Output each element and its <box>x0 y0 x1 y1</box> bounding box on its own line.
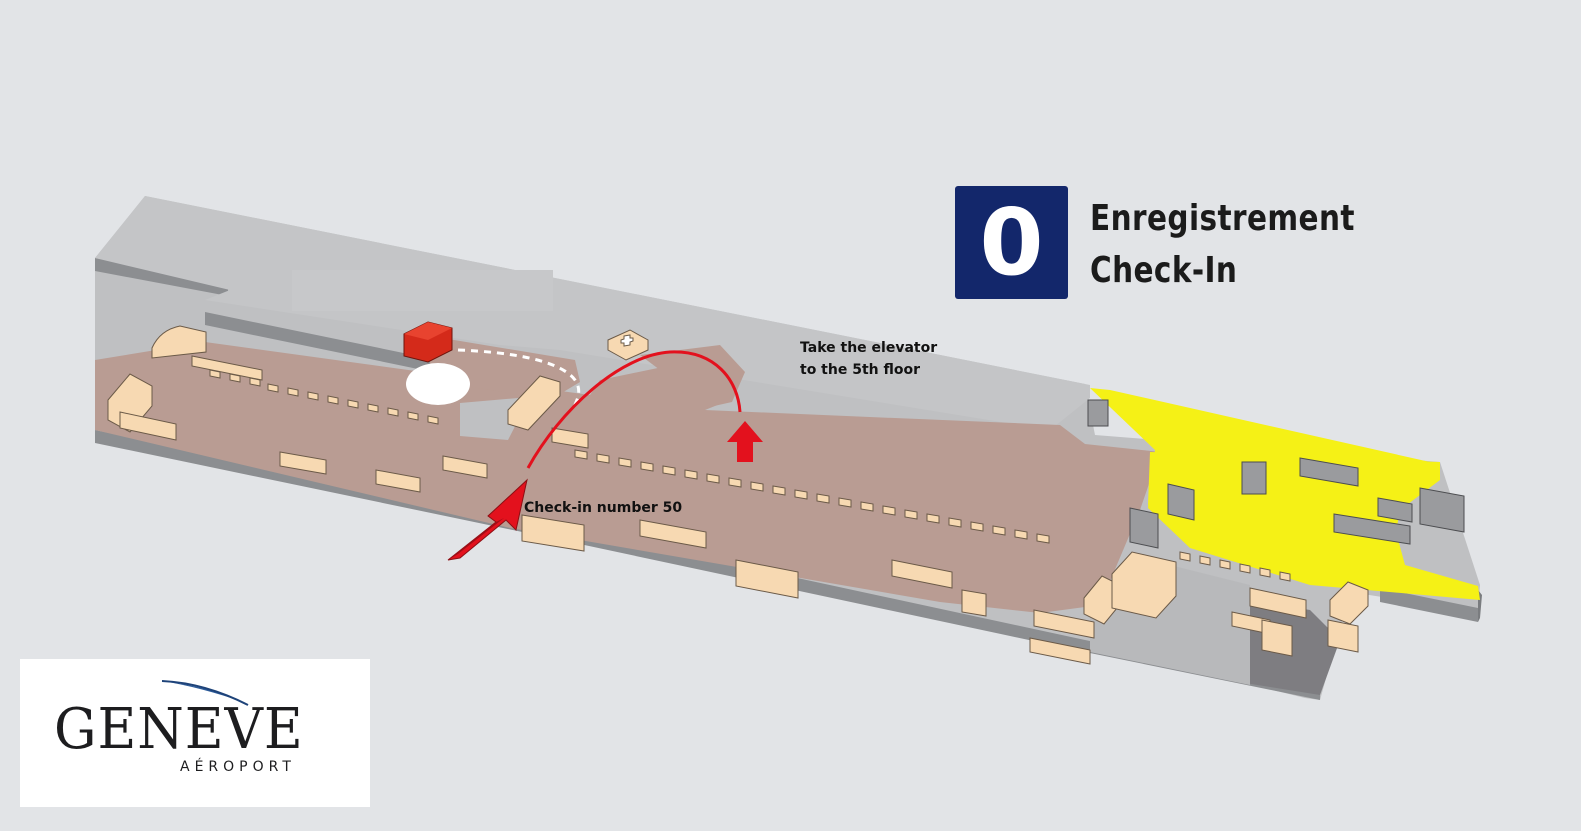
logo-name: GENEVE <box>54 697 304 762</box>
elevator-annotation-line1: Take the elevator <box>800 340 938 356</box>
up-arrow-icon <box>727 421 763 462</box>
logo-subtitle: AÉROPORT <box>180 759 296 775</box>
floor-title: Enregistrement Check-In <box>1090 193 1355 297</box>
security-blocks <box>1087 399 1465 549</box>
floor-number: 0 <box>979 188 1044 296</box>
geneve-aeroport-logo: GENEVE AÉROPORT <box>20 659 370 807</box>
floor-title-line1: Enregistrement <box>1090 198 1355 239</box>
desk-row-middle <box>574 449 1291 582</box>
floor-number-badge: 0 <box>955 186 1068 299</box>
elevator-annotation: Take the elevator to the 5th floor <box>800 337 937 381</box>
logo-swoosh-icon <box>161 680 249 706</box>
checkin-annotation: Check-in number 50 <box>524 500 683 516</box>
floor-title-line2: Check-In <box>1090 250 1238 291</box>
shop-blocks <box>107 325 1369 665</box>
restricted-zone <box>1090 388 1480 600</box>
white-oval-marker <box>406 363 470 405</box>
redacted-label <box>292 270 553 311</box>
elevator-annotation-line2: to the 5th floor <box>800 362 921 378</box>
first-aid-icon <box>607 329 649 361</box>
elevator-block-icon <box>403 321 453 363</box>
walkway-dashed-path <box>457 348 581 411</box>
route-arrow-icon <box>526 350 742 469</box>
entry-arrow-icon <box>447 478 528 561</box>
desk-row-upper <box>209 369 439 425</box>
